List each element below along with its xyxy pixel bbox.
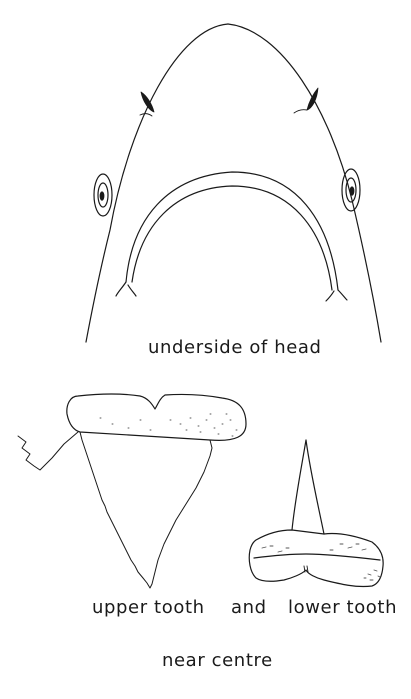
mouth [116, 172, 347, 301]
eye-left [94, 174, 112, 216]
lower-tooth [249, 440, 383, 587]
nostril-left [141, 92, 154, 112]
caption-upper-tooth: upper tooth [92, 597, 205, 618]
upper-tooth-crown [67, 394, 246, 440]
head-outline-right [228, 24, 381, 342]
crown-stipple [100, 414, 237, 436]
caption-near-centre: near centre [162, 650, 273, 671]
eye-right [342, 169, 360, 211]
upper-tooth [18, 394, 246, 588]
lower-tooth-cusp [292, 440, 324, 534]
caption-lower-tooth: lower tooth [288, 597, 397, 618]
caption-underside-of-head: underside of head [148, 337, 322, 358]
upper-tooth-blade [80, 432, 212, 588]
shark-head-underside [86, 24, 381, 342]
serration-indicator [18, 432, 78, 470]
lower-tooth-root-division [254, 554, 380, 560]
caption-and: and [231, 597, 267, 618]
lower-tooth-stipple [262, 544, 380, 580]
head-outline-left [86, 24, 228, 342]
